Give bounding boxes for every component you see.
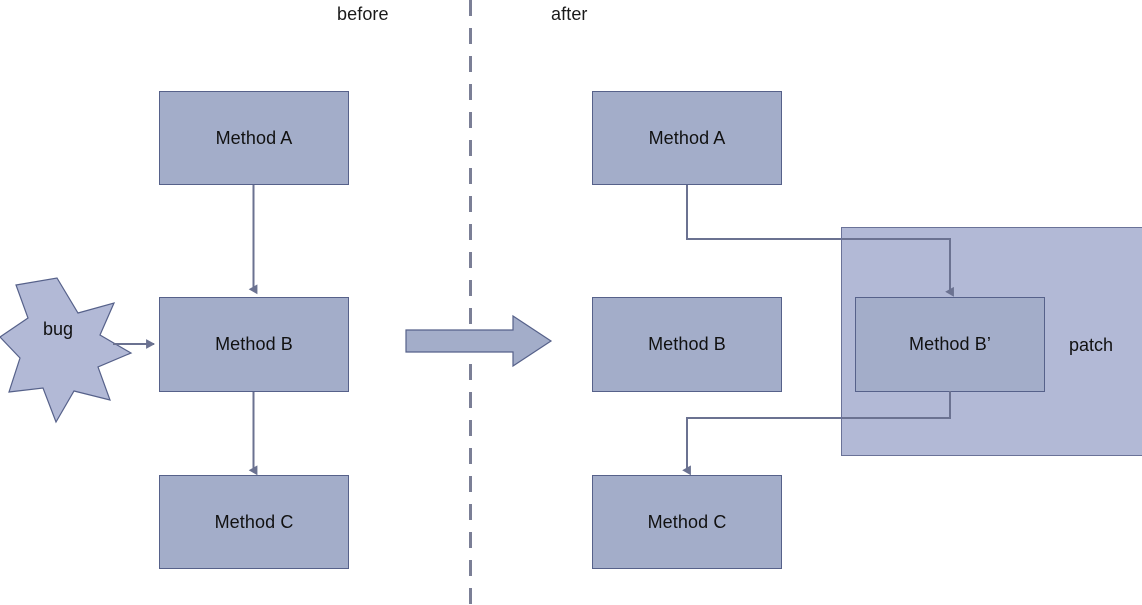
phase-label-before: before	[337, 4, 389, 24]
node-method-b-prime[interactable]: Method B’	[855, 297, 1045, 392]
node-method-c-before[interactable]: Method C	[159, 475, 349, 569]
node-method-b-before[interactable]: Method B	[159, 297, 349, 392]
node-method-b-after[interactable]: Method B	[592, 297, 782, 392]
bug-star-icon	[0, 277, 133, 424]
transition-block-arrow-icon	[405, 314, 553, 368]
node-method-c-after[interactable]: Method C	[592, 475, 782, 569]
node-method-a-before[interactable]: Method A	[159, 91, 349, 185]
phase-label-after: after	[551, 4, 588, 24]
patch-label: patch	[1069, 335, 1114, 355]
node-method-a-after[interactable]: Method A	[592, 91, 782, 185]
bug-label: bug	[42, 319, 74, 339]
